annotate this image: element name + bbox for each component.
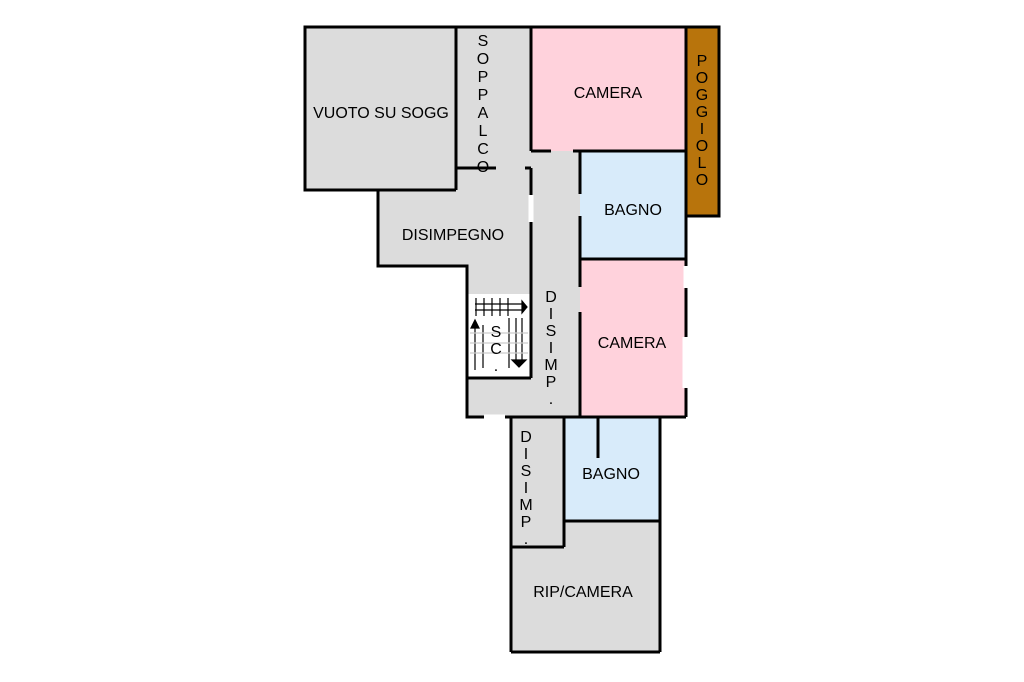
vertical-label-char: I bbox=[549, 306, 553, 323]
label-disimp-low: DISIMP. bbox=[519, 429, 532, 548]
label-rip-camera: RIP/CAMERA bbox=[533, 584, 633, 601]
room-camera-top-fill bbox=[531, 27, 686, 151]
vertical-label-char: C bbox=[477, 141, 489, 158]
label-disimp-center: DISIMP. bbox=[544, 289, 557, 408]
room-disimpegno-fill bbox=[378, 168, 531, 294]
vertical-label-char: I bbox=[524, 480, 528, 497]
vertical-label-char: A bbox=[478, 105, 489, 122]
vertical-label-char: . bbox=[524, 531, 528, 548]
stairs bbox=[470, 298, 528, 370]
vertical-label-char: S bbox=[546, 323, 557, 340]
vertical-label-char: O bbox=[477, 51, 489, 68]
vertical-label-char: O bbox=[696, 70, 708, 87]
label-scale: SC. bbox=[490, 324, 502, 375]
vertical-label-char: O bbox=[696, 172, 708, 189]
label-bagno-top: BAGNO bbox=[604, 202, 662, 219]
room-rip-camera-fill bbox=[511, 521, 660, 652]
room-disimp-center-fill bbox=[531, 151, 580, 417]
vertical-label-char: I bbox=[700, 121, 704, 138]
vertical-label-char: S bbox=[491, 324, 502, 341]
room-landing-fill bbox=[467, 378, 531, 417]
vertical-label-char: P bbox=[521, 514, 532, 531]
vertical-label-char: G bbox=[696, 104, 708, 121]
label-camera-mid: CAMERA bbox=[598, 335, 667, 352]
vertical-label-char: M bbox=[544, 357, 557, 374]
vertical-label-char: L bbox=[698, 155, 707, 172]
vertical-label-char: P bbox=[546, 374, 557, 391]
vertical-label-char: P bbox=[697, 53, 708, 70]
vertical-label-char: D bbox=[520, 429, 532, 446]
vertical-label-char: C bbox=[490, 341, 502, 358]
door-gaps bbox=[484, 195, 689, 420]
room-vuoto-fill bbox=[305, 27, 456, 190]
room-camera-mid-fill bbox=[580, 259, 685, 417]
label-disimpegno: DISIMPEGNO bbox=[402, 227, 504, 244]
room-disimp-low-fill bbox=[511, 417, 564, 547]
label-vuoto: VUOTO SU SOGG bbox=[313, 105, 449, 122]
vertical-label-char: I bbox=[524, 446, 528, 463]
label-camera-top: CAMERA bbox=[574, 85, 643, 102]
label-bagno-low: BAGNO bbox=[582, 466, 640, 483]
vertical-label-char: . bbox=[549, 391, 553, 408]
vertical-label-char: L bbox=[479, 123, 488, 140]
vertical-label-char: S bbox=[521, 463, 532, 480]
vertical-label-char: P bbox=[478, 87, 489, 104]
room-bagno-top-fill bbox=[580, 151, 685, 259]
room-soppalco-fill bbox=[456, 27, 531, 168]
vertical-label-char: O bbox=[477, 159, 489, 176]
vertical-label-char: P bbox=[478, 69, 489, 86]
room-bagno-low-fill bbox=[564, 417, 660, 521]
vertical-label-char: G bbox=[696, 87, 708, 104]
vertical-label-char: I bbox=[549, 340, 553, 357]
vertical-label-char: M bbox=[519, 497, 532, 514]
vertical-label-char: . bbox=[494, 358, 498, 375]
vertical-label-char: D bbox=[545, 289, 557, 306]
vertical-label-char: O bbox=[696, 138, 708, 155]
vertical-label-char: S bbox=[478, 33, 489, 50]
room-poggiolo-fill bbox=[686, 27, 719, 216]
walls bbox=[303, 25, 721, 654]
